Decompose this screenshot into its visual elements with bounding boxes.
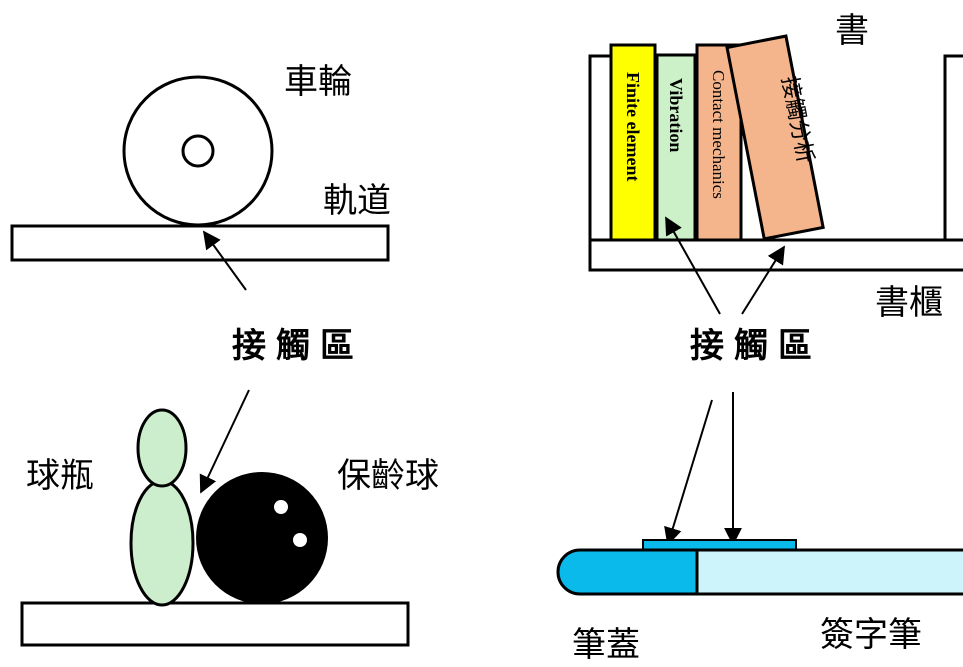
bookcase-label: 書櫃 — [875, 283, 943, 323]
contact-area-label-right: 接觸區 — [690, 326, 822, 366]
pin-head — [136, 408, 188, 488]
pen-cap — [556, 548, 699, 596]
book-label: 書 — [835, 11, 869, 51]
book-contact-analysis — [725, 34, 825, 241]
pen-contact-arrow-1 — [664, 399, 713, 546]
pen-scene: 筆蓋 簽字筆 — [556, 392, 963, 665]
finger-hole-1 — [274, 500, 288, 514]
pin-body — [129, 479, 195, 607]
bookcase-left-side — [588, 54, 614, 244]
finger-hole-2 — [293, 533, 307, 547]
wheel-label: 車輪 — [284, 62, 352, 102]
pen-body — [695, 548, 963, 596]
bowling-ball-label: 保齡球 — [337, 456, 439, 496]
book-finite-element — [609, 43, 657, 242]
wheel-on-track-scene: 車輪 軌道 — [10, 62, 391, 291]
bowling-scene: 球瓶 保齡球 — [20, 389, 439, 647]
bookcase-scene: Finite element Vibration Contact mechani… — [588, 11, 963, 323]
track-label: 軌道 — [323, 181, 391, 221]
wheel-hub — [181, 134, 215, 168]
bookcase-shelf — [588, 238, 963, 272]
book-title-vibration: Vibration — [666, 78, 686, 152]
track — [10, 224, 390, 262]
wheel-contact-arrow — [202, 230, 247, 291]
book-title-finite-element: Finite element — [623, 72, 643, 181]
book-contact-arrow-2 — [741, 245, 785, 315]
book-title-contact-mechanics: Contact mechanics — [709, 70, 728, 199]
signing-pen-label: 簽字筆 — [820, 615, 922, 655]
book-contact-arrow-1 — [665, 216, 721, 315]
book-vibration — [655, 53, 697, 242]
pen-cap-label: 筆蓋 — [572, 625, 640, 665]
bowling-contact-arrow — [199, 389, 250, 494]
bowling-ball — [196, 472, 328, 604]
contact-area-label-left: 接觸區 — [232, 326, 364, 366]
pin-label: 球瓶 — [26, 456, 94, 496]
bookcase-right-side — [943, 54, 963, 244]
bowling-floor — [20, 601, 410, 647]
